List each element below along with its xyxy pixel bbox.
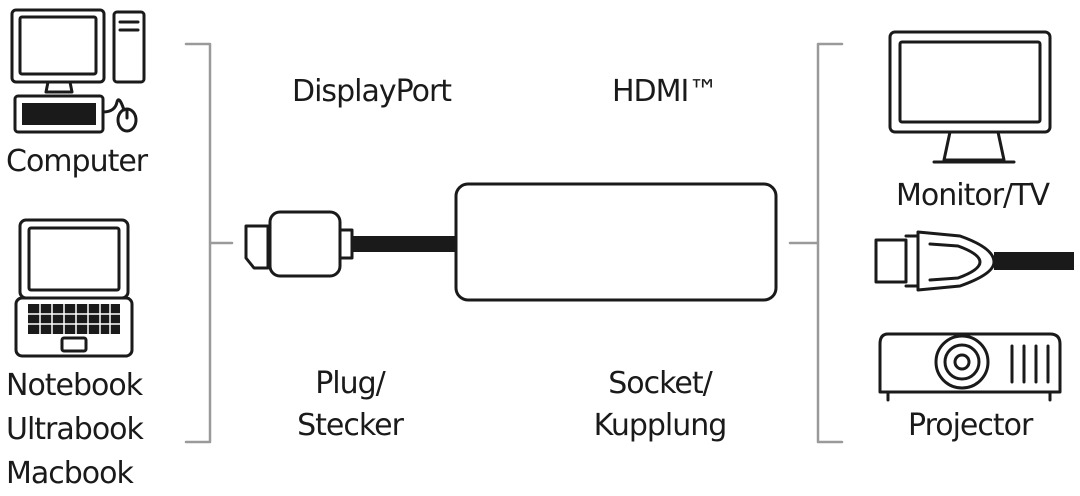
notebook-icon: [14, 218, 134, 358]
ultrabook-label: Ultrabook: [6, 412, 144, 447]
hdmi-label: HDMI™: [612, 74, 718, 109]
displayport-label: DisplayPort: [292, 74, 452, 109]
computer-icon: [10, 8, 146, 134]
stecker-label: Stecker: [297, 408, 404, 443]
socket-label: Socket/: [608, 366, 713, 401]
computer-label: Computer: [6, 144, 148, 179]
macbook-label: Macbook: [6, 456, 134, 491]
monitor-icon: [888, 30, 1052, 164]
monitor-label: Monitor/TV: [896, 178, 1050, 213]
hdmi-plug-icon: [874, 230, 1074, 292]
kupplung-label: Kupplung: [593, 408, 728, 443]
displayport-plug-icon: [244, 210, 456, 278]
right-bracket: [788, 42, 844, 444]
projector-icon: [878, 332, 1062, 402]
projector-label: Projector: [908, 408, 1033, 443]
left-bracket: [184, 42, 234, 444]
plug-label: Plug/: [315, 366, 386, 401]
adapter-body: [454, 182, 778, 302]
notebook-label: Notebook: [6, 368, 143, 403]
